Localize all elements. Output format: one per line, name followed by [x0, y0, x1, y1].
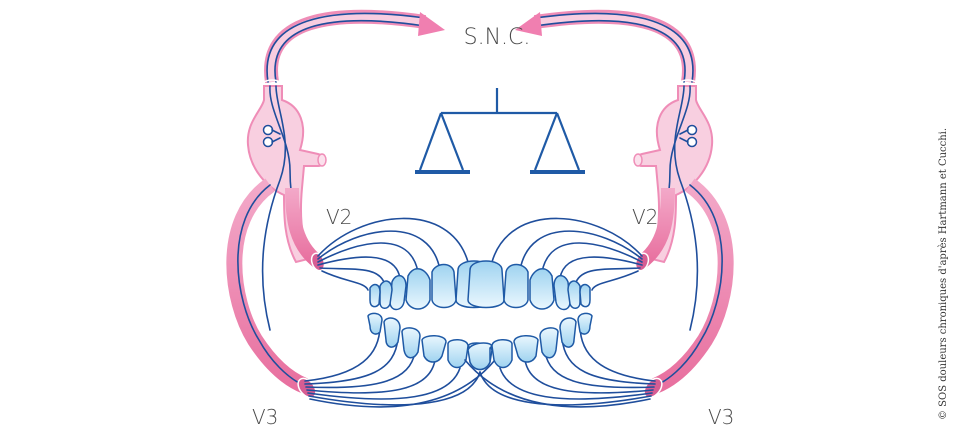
nerve-pathway-left [234, 12, 495, 407]
v2-right-label: V2 [632, 205, 658, 229]
scale-balance-icon [415, 88, 585, 174]
copyright-credit: © SOS douleurs chroniques d'après Hartma… [938, 128, 949, 420]
nerve-pathway-right [465, 12, 726, 407]
v3-left-label: V3 [252, 405, 278, 429]
v3-right-label: V3 [708, 405, 734, 429]
v2-left-label: V2 [326, 205, 352, 229]
cns-label: S.N.C. [464, 25, 531, 50]
